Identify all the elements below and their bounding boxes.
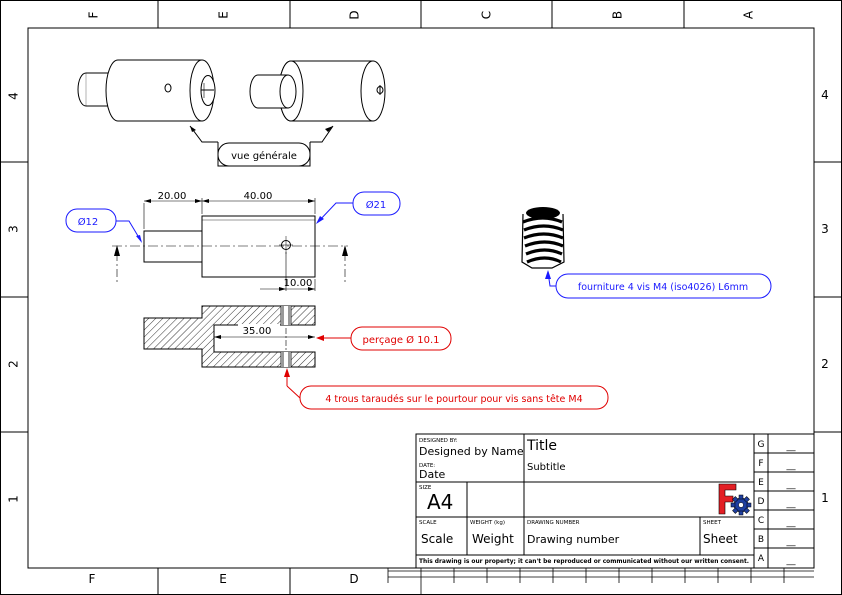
frame-row-numbers-right: 4 3 2 1: [821, 88, 829, 505]
front-view: [112, 215, 348, 282]
revision-value: __: [786, 556, 797, 566]
callout-drill: perçage Ø 10.1: [316, 326, 452, 351]
drawing-number-value: Drawing number: [527, 533, 620, 546]
callout-drill-label: perçage Ø 10.1: [362, 334, 439, 346]
isometric-view-left: [77, 59, 216, 122]
col-letter: D: [348, 10, 362, 19]
front-view-dimension-arrows: [144, 199, 315, 291]
row-number: 3: [821, 222, 829, 236]
col-letter: E: [217, 11, 231, 19]
row-number: 1: [7, 495, 21, 503]
frame-column-letters-top: F E D C B A: [87, 10, 756, 20]
designed-by-caption: DESIGNED BY:: [419, 438, 458, 444]
revision-letter: A: [758, 554, 765, 564]
title-block-ruler: [387, 568, 814, 595]
row-number: 4: [821, 88, 829, 102]
scale-value: Scale: [421, 532, 453, 546]
section-arrow-right: [342, 245, 348, 256]
frame-column-letters-bottom: F E D: [89, 572, 359, 586]
revision-value: __: [786, 518, 797, 528]
dimension-20: 20.00: [158, 191, 187, 202]
revision-letter: F: [758, 459, 763, 469]
sheet-caption: SHEET: [703, 520, 722, 526]
callout-drill-box: [350, 326, 452, 351]
revision-value: __: [786, 537, 797, 547]
revision-letter: E: [758, 478, 764, 488]
frame-row-numbers-left: 4 3 2 1: [7, 92, 21, 503]
drawing-number-caption: DRAWING NUMBER: [527, 520, 580, 526]
designed-by-value: Designed by Name: [419, 445, 524, 458]
dimension-10: 10.00: [284, 278, 313, 289]
callout-tapped-holes-label: 4 trous taraudés sur le pourtour pour vi…: [325, 394, 582, 405]
row-number: 1: [821, 491, 829, 505]
revision-value: __: [786, 461, 797, 471]
dimension-40: 40.00: [244, 191, 273, 202]
set-screw-view: [521, 207, 565, 269]
callout-tapped-holes-box: [299, 385, 609, 410]
weight-value: Weight: [472, 532, 514, 546]
col-letter: C: [480, 11, 494, 19]
callout-tapped-holes: 4 trous taraudés sur le pourtour pour vi…: [284, 368, 609, 410]
dimension-35: 35.00: [243, 326, 272, 337]
callout-dia21-box: [352, 191, 401, 216]
date-caption: DATE:: [419, 463, 435, 469]
callout-dia12: Ø12: [65, 208, 142, 243]
ownership-notice: This drawing is our property; it can't b…: [419, 558, 749, 565]
col-letter: A: [742, 10, 756, 19]
row-number: 4: [7, 92, 21, 100]
subtitle-value: Subtitle: [527, 462, 566, 473]
revision-letter: C: [758, 516, 764, 526]
revision-table: G F E D C B A __ __ __ __ __ __ __: [758, 440, 796, 566]
general-view-callout: vue générale: [189, 125, 334, 167]
callout-screw-supply: fourniture 4 vis M4 (iso4026) L6mm: [545, 270, 772, 299]
callout-dia12-label: Ø12: [78, 216, 99, 228]
col-letter: B: [611, 11, 625, 19]
date-value: Date: [419, 468, 446, 481]
sheet-value: Sheet: [703, 532, 738, 546]
title-block-texts: DESIGNED BY: Designed by Name DATE: Date…: [419, 438, 749, 565]
isometric-view-right: [249, 60, 386, 122]
title-value: Title: [526, 438, 557, 454]
col-letter: F: [89, 572, 96, 586]
general-view-label-box: [217, 142, 311, 167]
col-letter: E: [219, 572, 227, 586]
row-number: 2: [7, 360, 21, 368]
row-number: 3: [7, 225, 21, 233]
revision-value: __: [786, 499, 797, 509]
revision-value: __: [786, 442, 797, 452]
size-caption: SIZE: [419, 485, 432, 491]
scale-caption: SCALE: [419, 520, 437, 526]
revision-letter: G: [758, 440, 765, 450]
section-arrow-left: [114, 245, 120, 256]
general-view-label: vue générale: [231, 150, 297, 162]
callout-dia21: Ø21: [316, 191, 401, 224]
revision-letter: B: [758, 535, 764, 545]
revision-value: __: [786, 480, 797, 490]
callout-screw-box: [555, 273, 772, 299]
weight-caption: WEIGHT (kg): [470, 520, 505, 526]
section-view: [143, 305, 316, 368]
row-number: 2: [821, 357, 829, 371]
callout-dia12-box: [65, 208, 117, 233]
freecad-logo-icon: [718, 483, 752, 516]
front-view-dimensions: [143, 198, 316, 291]
size-value: A4: [427, 490, 453, 514]
col-letter: F: [87, 11, 101, 18]
callout-screw-label: fourniture 4 vis M4 (iso4026) L6mm: [578, 282, 748, 293]
callout-dia21-label: Ø21: [366, 199, 387, 211]
revision-letter: D: [758, 497, 765, 507]
col-letter: D: [349, 572, 358, 586]
